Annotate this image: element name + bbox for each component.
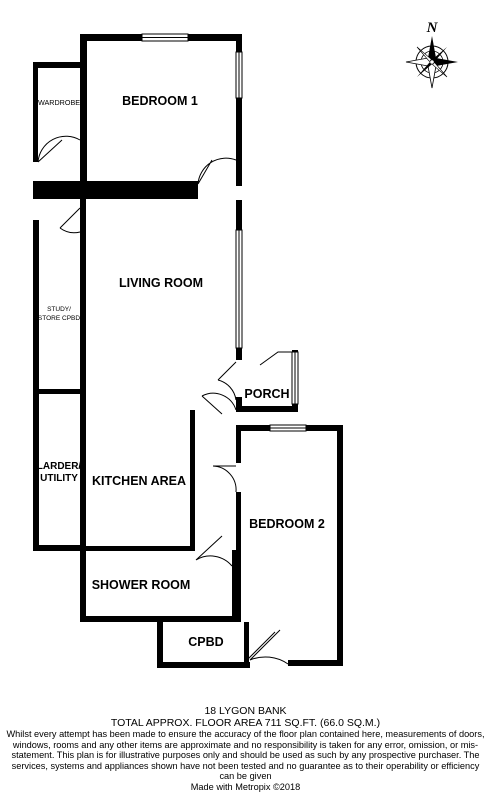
wall-bed1-left (80, 34, 87, 184)
floor-plan: BEDROOM 1 WARDROBE LIVING ROOM STUDY/ ST… (33, 20, 458, 668)
wall-bed1-right (236, 34, 242, 186)
footer-disclaimer: Whilst every attempt has been made to en… (6, 729, 485, 782)
doors (37, 135, 292, 665)
footer: 18 LYGON BANK TOTAL APPROX. FLOOR AREA 7… (0, 705, 491, 793)
door-cpbd (249, 629, 289, 665)
wall-bed2-left-upper (236, 425, 241, 463)
door-porch-kitchen (201, 392, 237, 415)
wall-chimney-breast (33, 181, 198, 199)
label-shower-room: SHOWER ROOM (92, 578, 191, 592)
label-wardrobe: WARDROBE (38, 98, 80, 107)
wall-wardrobe-top (33, 62, 87, 68)
label-living-room: LIVING ROOM (119, 276, 203, 290)
compass-rose-icon: N (405, 20, 458, 89)
wall-shower-left (80, 546, 86, 622)
wall-kitchen-bottom (80, 546, 195, 551)
wall-larder-bottom (33, 545, 86, 551)
door-study (59, 207, 81, 234)
wall-shower-right (232, 550, 237, 622)
label-cpbd: CPBD (188, 635, 223, 649)
wall-study-inner (80, 199, 86, 561)
door-bed2 (212, 465, 237, 493)
wall-cpbd-bottom (157, 662, 250, 668)
wall-wardrobe-left (33, 62, 38, 162)
label-kitchen-area: KITCHEN AREA (92, 474, 186, 488)
wall-study-bottom (33, 389, 86, 394)
wall-cpbd-divider (244, 622, 249, 662)
wall-cpbd-left (157, 616, 163, 668)
door-porch-living (217, 361, 237, 401)
label-larder-line1: LARDER/ (37, 461, 82, 472)
door-shower (195, 535, 233, 567)
wall-left-outer (33, 220, 39, 550)
footer-floor-area: TOTAL APPROX. FLOOR AREA 711 SQ.FT. (66.… (110, 717, 381, 729)
footer-credit: Made with Metropix ©2018 (190, 781, 301, 792)
wall-porch-bottom (236, 406, 298, 412)
label-study-line1: STUDY/ (47, 306, 71, 313)
wall-bed2-right (337, 425, 343, 665)
door-wardrobe (37, 135, 81, 163)
door-porch-diag (259, 351, 292, 366)
walls (33, 34, 343, 668)
label-larder-line2: UTILITY (40, 473, 78, 484)
wall-bed2-bottom (288, 660, 343, 666)
windows (141, 33, 307, 432)
label-porch: PORCH (244, 387, 289, 401)
wall-bed2-left-lower (236, 492, 241, 622)
compass-north-letter: N (426, 20, 439, 36)
footer-address: 18 LYGON BANK (204, 705, 287, 717)
label-study-line2: STORE CPBD (38, 315, 80, 322)
wall-porch-left-lower (236, 397, 242, 412)
wall-kitchen-right (190, 410, 195, 550)
label-bedroom-1: BEDROOM 1 (122, 94, 198, 108)
door-bed1 (197, 157, 237, 185)
label-bedroom-2: BEDROOM 2 (249, 517, 325, 531)
